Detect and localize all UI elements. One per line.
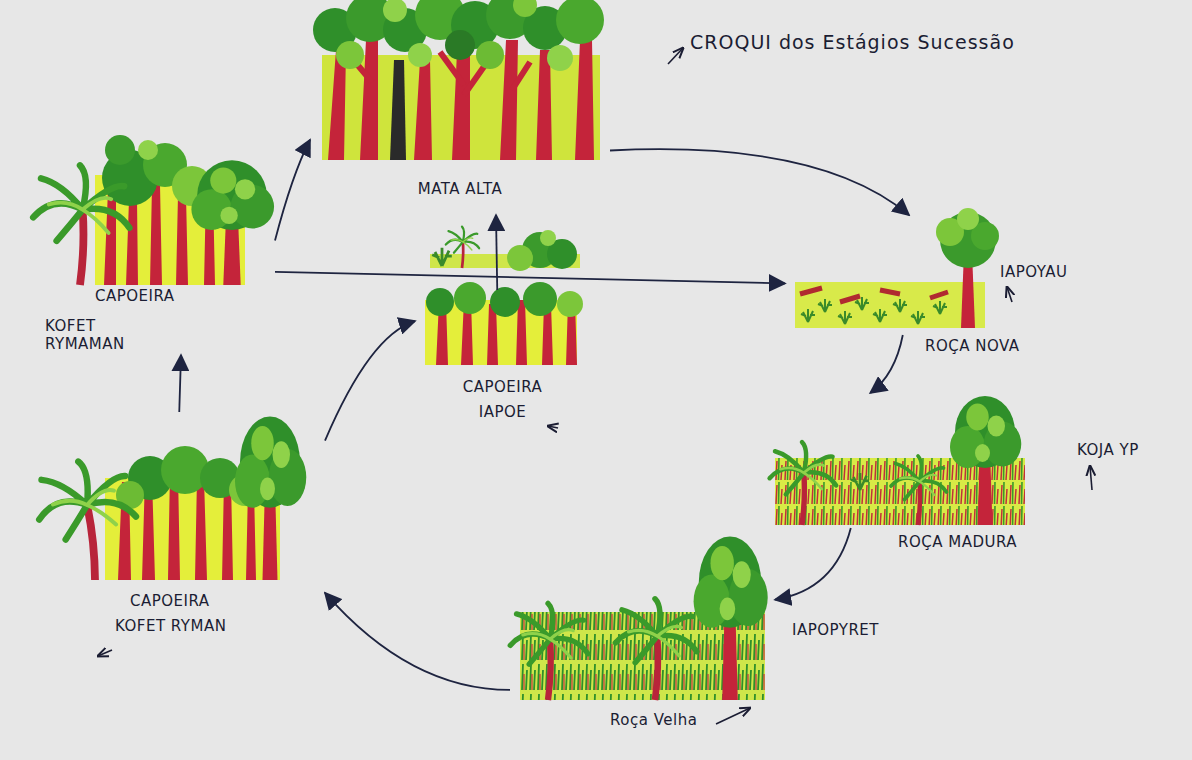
diagram-title: CROQUI dos Estágios Sucessão: [690, 31, 1015, 53]
young-secondary-forest-drawing: [426, 288, 454, 316]
new-field-drawing: [795, 282, 985, 328]
secondary-forest-drawing: [191, 160, 274, 285]
new-field-drawing: [800, 288, 948, 302]
cycle-arrow: [325, 321, 415, 441]
kofet-ryman-forest-drawing: [32, 417, 306, 587]
young-secondary-forest-drawing: [425, 227, 583, 365]
pointer-arrow: [548, 426, 558, 428]
pointer-arrow: [668, 48, 683, 64]
old-field-drawing: [510, 537, 768, 700]
mature-field-drawing: [950, 396, 1021, 525]
tall-forest-drawing: [445, 30, 475, 60]
stage-label: ROÇA NOVA: [925, 337, 1020, 355]
new-field-drawing: [795, 208, 999, 328]
stage-node: KOJA YPROÇA MADURA: [765, 393, 1155, 528]
cycle-arrow: [496, 215, 497, 290]
tall-forest-drawing: [408, 43, 432, 67]
old-field-drawing: [510, 603, 588, 700]
cycle-arrow: [179, 355, 181, 412]
tall-forest-drawing: [328, 30, 594, 160]
stage-label: CAPOEIRA: [130, 592, 210, 610]
secondary-forest-drawing: [138, 140, 158, 160]
stage-label: KOJA YP: [1077, 441, 1139, 459]
young-secondary-forest-drawing: [557, 291, 583, 317]
tall-forest-drawing: [547, 45, 573, 71]
new-field-drawing: [957, 208, 979, 230]
old-field-drawing: [694, 537, 768, 700]
secondary-forest-drawing: [33, 165, 129, 285]
young-secondary-forest-drawing: [523, 282, 557, 316]
cycle-arrow: [275, 272, 785, 284]
cycle-arrow: [775, 528, 851, 600]
stage-node: CAPOEIRA KOFET RYMAMAN: [40, 95, 275, 355]
stage-label: IAPOE: [412, 403, 593, 421]
mature-field-drawing: [891, 456, 947, 525]
pointer-arrow: [1007, 287, 1012, 302]
young-secondary-forest-drawing: [507, 245, 533, 271]
stage-node: MATA ALTA: [310, 0, 610, 215]
new-field-drawing: [933, 301, 947, 314]
young-secondary-forest-drawing: [432, 248, 452, 266]
stage-node: CAPOEIRA KOFET RYMAN: [50, 412, 325, 650]
tall-forest-drawing: [390, 60, 406, 160]
tall-forest-drawing: [513, 0, 537, 17]
stage-node: IAPOPYRETRoça Velha: [510, 533, 775, 748]
new-field-drawing: [893, 299, 907, 312]
secondary-forest-drawing: [33, 135, 274, 285]
pointer-arrow: [716, 708, 750, 724]
secondary-forest-drawing: [105, 135, 135, 165]
kofet-ryman-forest-drawing: [32, 455, 144, 587]
old-field-drawing: [615, 599, 696, 700]
cycle-arrow: [610, 149, 909, 215]
mature-field-drawing: [770, 396, 1025, 525]
young-secondary-forest-drawing: [540, 230, 556, 246]
pointer-arrow: [1090, 466, 1092, 490]
stage-label: IAPOYAU: [1000, 263, 1067, 281]
stage-label: KOFET RYMAN: [115, 617, 226, 635]
tall-forest-drawing: [383, 0, 407, 22]
young-secondary-forest-drawing: [454, 282, 486, 314]
tall-forest-drawing: [476, 41, 504, 69]
kofet-ryman-forest-drawing: [235, 417, 306, 580]
stage-node: IAPOYAUROÇA NOVA: [785, 215, 1095, 335]
new-field-drawing: [818, 299, 832, 312]
tall-forest-drawing: [556, 0, 604, 44]
stage-node: CAPOEIRA IAPOE: [415, 290, 590, 425]
pointer-arrow: [98, 48, 1092, 724]
cycle-arrow: [275, 140, 310, 241]
cycle-arrow: [870, 335, 903, 393]
stage-label: CAPOEIRA: [95, 287, 175, 305]
new-field-drawing: [873, 309, 887, 322]
stage-label: CAPOEIRA: [412, 378, 593, 396]
pointer-arrow: [98, 650, 112, 656]
mature-field-drawing: [851, 473, 869, 490]
young-secondary-forest-drawing: [446, 227, 479, 268]
stage-label: IAPOPYRET: [792, 621, 879, 639]
new-field-drawing: [801, 309, 815, 322]
stage-label: Roça Velha: [610, 711, 697, 729]
tall-forest-drawing: [336, 41, 364, 69]
stage-label: KOFET RYMAMAN: [45, 317, 140, 353]
new-field-drawing: [911, 311, 925, 324]
tall-forest-drawing: [313, 0, 604, 160]
mature-field-drawing: [770, 442, 837, 525]
stage-label: ROÇA MADURA: [898, 533, 1017, 551]
stage-label: MATA ALTA: [307, 180, 613, 198]
young-secondary-forest-drawing: [490, 287, 520, 317]
new-field-drawing: [838, 311, 852, 324]
cycle-arrow: [325, 593, 510, 690]
new-field-drawing: [855, 297, 869, 310]
